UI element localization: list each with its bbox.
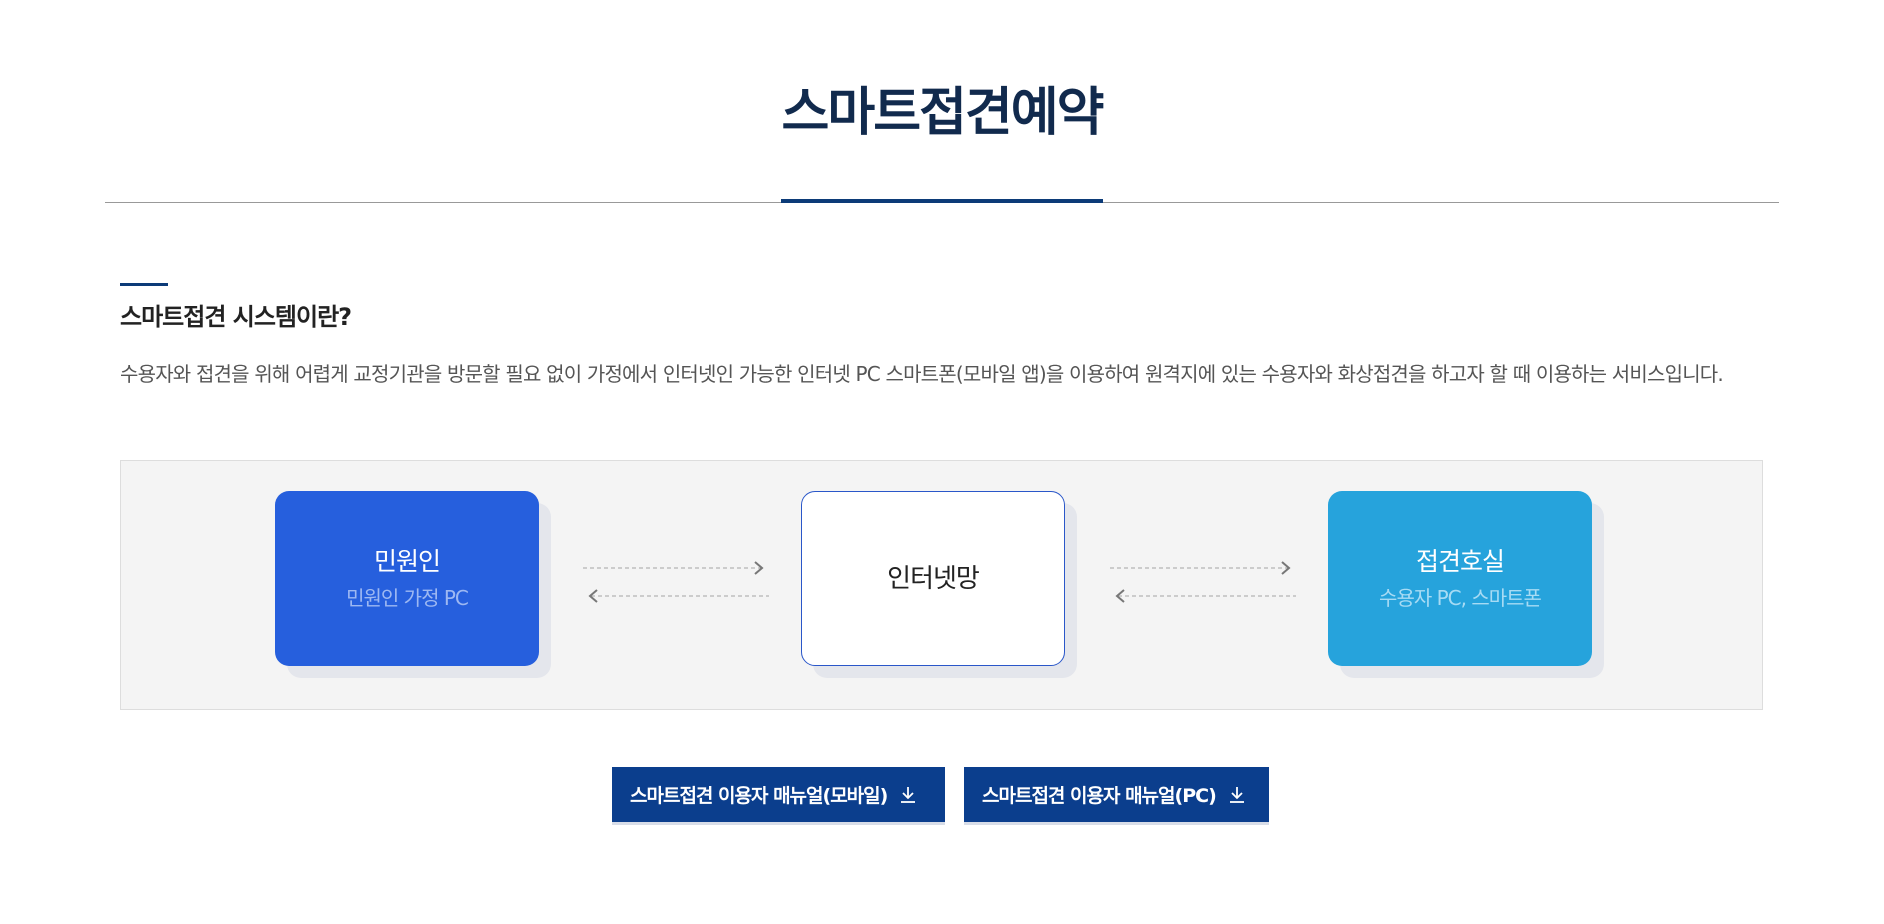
node-civil-petitioner: 민원인 민원인 가정 PC [275, 491, 539, 666]
node-internet: 인터넷망 [801, 491, 1065, 666]
system-diagram: 민원인 민원인 가정 PC 인터넷망 접견호실 수용자 PC, 스마트폰 [120, 460, 1763, 710]
page-title: 스마트접견예약 [781, 83, 1105, 143]
node-subtitle: 수용자 PC, 스마트폰 [1379, 585, 1542, 610]
download-icon [901, 786, 916, 803]
node-title: 접견호실 [1415, 546, 1505, 576]
download-icon [1229, 786, 1244, 803]
section-marker [120, 283, 168, 286]
node-title: 인터넷망 [887, 563, 980, 594]
manual-download-buttons: 스마트접견 이용자 매뉴얼(모바일) 스마트접견 이용자 매뉴얼(PC) [612, 767, 1269, 825]
section-heading: 스마트접견 시스템이란? [120, 303, 352, 331]
bidirectional-arrows-icon [583, 561, 769, 603]
title-divider-accent [781, 199, 1103, 203]
button-label: 스마트접견 이용자 매뉴얼(PC) [982, 785, 1217, 807]
node-subtitle: 민원인 가정 PC [346, 585, 469, 610]
node-visiting-room: 접견호실 수용자 PC, 스마트폰 [1328, 491, 1592, 666]
button-label: 스마트접견 이용자 매뉴얼(모바일) [630, 785, 888, 807]
section-description: 수용자와 접견을 위해 어렵게 교정기관을 방문할 필요 없이 가정에서 인터넷… [120, 362, 1724, 386]
node-title: 민원인 [373, 546, 441, 576]
download-mobile-manual-button[interactable]: 스마트접견 이용자 매뉴얼(모바일) [612, 767, 945, 825]
download-pc-manual-button[interactable]: 스마트접견 이용자 매뉴얼(PC) [964, 767, 1269, 825]
bidirectional-arrows-icon [1110, 561, 1296, 603]
